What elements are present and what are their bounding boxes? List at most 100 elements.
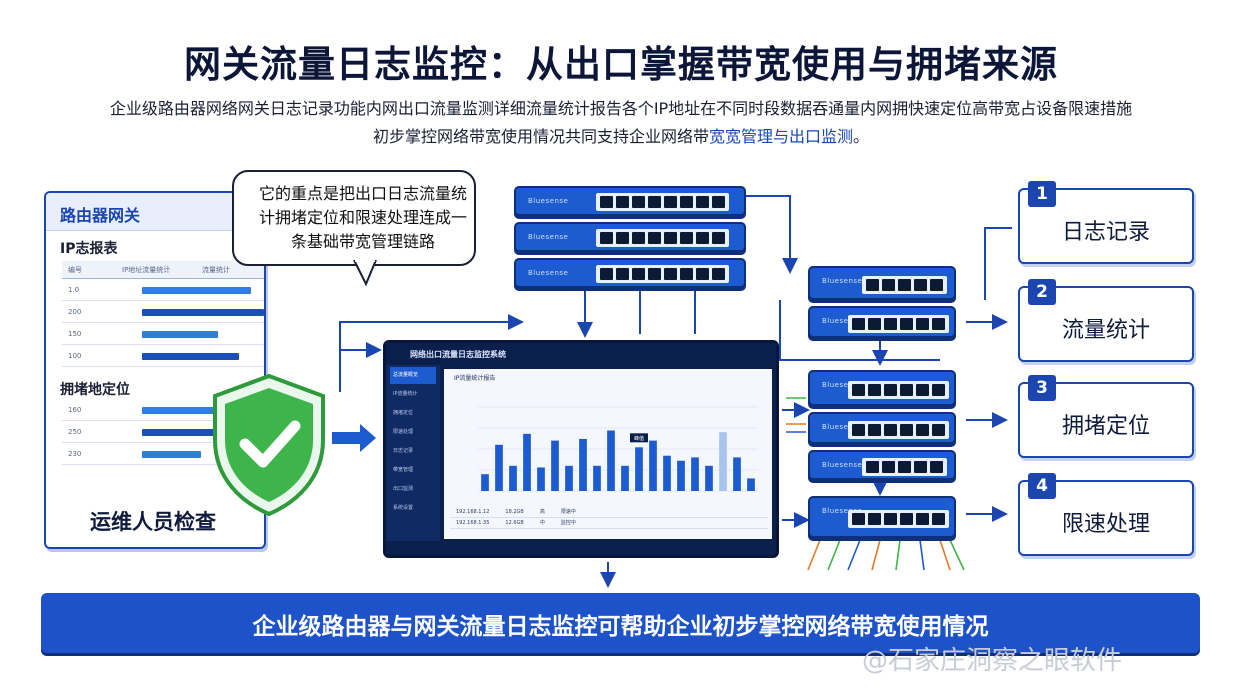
column-header: 流量统计 — [202, 266, 230, 274]
switch-ports — [848, 315, 949, 333]
ops-check-label: 运维人员检查 — [90, 510, 216, 534]
switch-port — [916, 384, 929, 396]
switch-port — [664, 196, 677, 208]
switch-port — [632, 196, 645, 208]
table-cell: 192.168.1.35 — [456, 520, 490, 526]
switch-port — [696, 196, 709, 208]
dashboard-nav-item[interactable]: 带宽管理 — [393, 467, 414, 473]
dashboard-nav-item[interactable]: 出口监测 — [393, 486, 414, 492]
switch-port — [696, 232, 709, 244]
switch-port — [914, 279, 927, 291]
chart-bar — [663, 455, 671, 491]
dashboard-nav-item[interactable]: 总流量概览 — [390, 367, 436, 384]
chart-bar — [649, 440, 657, 491]
step-label: 流量统计 — [1061, 318, 1150, 343]
switch-ports — [596, 229, 729, 247]
dashboard-breadcrumb: IP流量统计报告 — [454, 375, 496, 382]
subtitle-line-2-end: 。 — [853, 127, 870, 146]
step-number: 3 — [1028, 375, 1056, 401]
switch-ports — [848, 421, 949, 439]
monitoring-dashboard: 网络出口流量日志监控系统 总流量概览 IP流量统计拥堵定位限速处理日志记录带宽管理… — [383, 340, 779, 558]
switch-brand: Bluesense — [822, 277, 863, 285]
switch-ports — [862, 458, 947, 476]
network-switch: Bluesense — [808, 306, 956, 338]
switch-port — [916, 513, 929, 525]
table-cell: 12.6GB — [505, 520, 524, 526]
step-label: 限速处理 — [1061, 512, 1150, 537]
switch-port — [868, 318, 881, 330]
subtitle-highlight: 宽宽管理与出口监测 — [708, 127, 853, 146]
report-footer: 运维人员检查 — [46, 495, 264, 547]
report-row: 1.0 — [62, 279, 264, 301]
row-number: 200 — [68, 308, 82, 316]
switch-port — [930, 279, 943, 291]
dashboard-title: 网络出口流量日志监控系统 — [410, 350, 506, 359]
watermark: @石家庄洞察之眼软件 — [862, 646, 1123, 676]
dashboard-nav-item[interactable]: 拥堵定位 — [393, 410, 414, 416]
switch-port — [914, 461, 927, 473]
switch-ports — [862, 276, 947, 294]
dashboard-nav-item[interactable]: IP流量统计 — [393, 391, 418, 397]
step-label: 拥堵定位 — [1061, 414, 1150, 439]
report-row: 230 — [62, 443, 264, 465]
traffic-bar — [142, 353, 239, 360]
dashboard-sidebar: 总流量概览 IP流量统计拥堵定位限速处理日志记录带宽管理出口监测系统设置 — [386, 365, 440, 541]
switch-port — [648, 196, 661, 208]
switch-brand: Bluesense — [528, 233, 569, 241]
switch-port — [884, 424, 897, 436]
dashboard-nav-item[interactable]: 日志记录 — [393, 448, 414, 454]
switch-port — [616, 232, 629, 244]
switch-port — [632, 268, 645, 280]
switch-port — [932, 318, 945, 330]
switch-port — [900, 318, 913, 330]
step-label: 日志记录 — [1061, 220, 1150, 245]
chart-bar — [621, 465, 629, 491]
row-number: 1.0 — [68, 286, 80, 294]
step-number: 2 — [1028, 279, 1056, 305]
switch-port — [712, 196, 725, 208]
row-number: 250 — [68, 428, 82, 436]
switch-brand: Bluesense — [822, 461, 863, 469]
traffic-bar — [142, 407, 251, 414]
switch-port — [648, 268, 661, 280]
report-row: 160 — [62, 399, 264, 421]
switch-brand: Bluesense — [528, 197, 569, 205]
ip-log-table-header: 编号 IP地址流量统计 流量统计 — [62, 261, 264, 279]
chart-bar — [551, 440, 559, 491]
switch-port — [866, 461, 879, 473]
congestion-table: 160 250 230 — [62, 399, 264, 465]
step-number: 4 — [1028, 473, 1056, 499]
switch-port — [900, 384, 913, 396]
subtitle-line-2: 初步掌控网络带宽使用情况共同支持企业网络带宽宽管理与出口监测。 — [60, 123, 1182, 151]
step-card-2: 2 流量统计 — [1018, 279, 1194, 362]
switch-port — [852, 384, 865, 396]
table-cell: 中 — [539, 520, 545, 526]
chart-bar — [523, 433, 531, 491]
chart-bar — [607, 430, 615, 491]
chart-bar — [719, 432, 727, 491]
report-row: 250 — [62, 421, 264, 443]
report-row: 200 — [62, 301, 264, 323]
chart-bar — [691, 457, 699, 491]
row-number: 150 — [68, 330, 82, 338]
chart-bar — [593, 465, 601, 491]
switch-port — [868, 384, 881, 396]
dashboard-nav-item[interactable]: 限速处理 — [393, 429, 414, 435]
traffic-bar — [142, 287, 251, 294]
network-switch: Bluesense — [808, 450, 956, 480]
table-cell: 高 — [539, 509, 545, 515]
shield-check-icon — [213, 373, 325, 517]
step-number: 1 — [1028, 181, 1056, 207]
switch-brand: Bluesense — [528, 269, 569, 277]
switch-port — [852, 424, 865, 436]
chart-bar — [705, 465, 713, 491]
chart-bar — [747, 478, 755, 491]
switch-brand: Bluesense — [822, 381, 863, 389]
dashboard-nav-item[interactable]: 系统设置 — [393, 505, 414, 511]
chart-bar — [635, 447, 643, 491]
